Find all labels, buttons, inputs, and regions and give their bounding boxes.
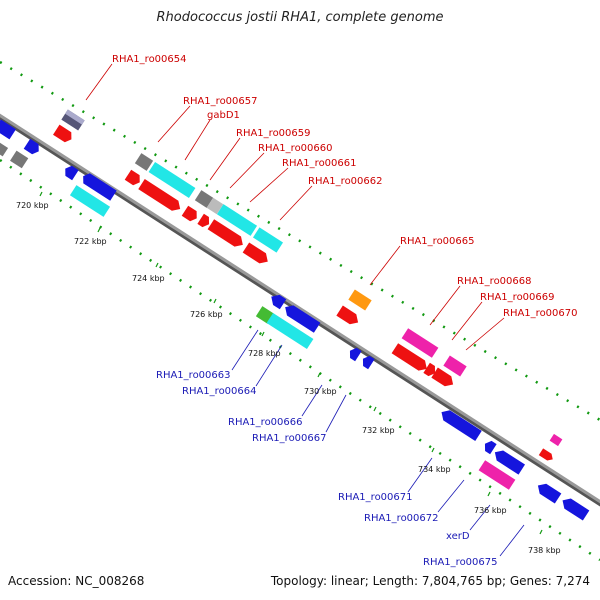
gene-ro00669[interactable]	[443, 355, 467, 377]
gene-magenta-right[interactable]	[549, 433, 563, 447]
gene-blue-mid-b[interactable]	[282, 302, 321, 333]
label-ro00670[interactable]: RHA1_ro00670	[503, 308, 578, 319]
topology-text: Topology: linear; Length: 7,804,765 bp; …	[270, 574, 590, 588]
label-ro00665[interactable]: RHA1_ro00665	[400, 236, 475, 247]
gene-blue-right-b[interactable]	[482, 439, 497, 455]
gene-left-gray-1[interactable]	[10, 150, 29, 169]
gene-ro00665[interactable]	[348, 289, 372, 311]
label-gabD1[interactable]: gabD1	[207, 110, 240, 121]
tick-736: 736 kbp	[474, 506, 507, 515]
gene-ro00659[interactable]	[194, 190, 214, 208]
tick-720: 720 kbp	[16, 201, 49, 210]
gene-ro00671[interactable]	[478, 460, 516, 490]
label-xerD[interactable]: xerD	[446, 531, 470, 542]
gene-red-small-a[interactable]	[53, 124, 75, 145]
label-ro00671[interactable]: RHA1_ro00671	[338, 492, 413, 503]
tick-722: 722 kbp	[74, 237, 107, 246]
tick-726: 726 kbp	[190, 310, 223, 319]
tick-732: 732 kbp	[362, 426, 395, 435]
gene-left-blue-1[interactable]	[0, 119, 16, 140]
gene-blue-lower-a[interactable]	[62, 164, 79, 181]
label-ro00669[interactable]: RHA1_ro00669	[480, 292, 555, 303]
label-ro00662[interactable]: RHA1_ro00662	[308, 176, 383, 187]
label-ro00667[interactable]: RHA1_ro00667	[252, 433, 327, 444]
lower-dotted-guide	[0, 158, 600, 562]
label-ro00661[interactable]: RHA1_ro00661	[282, 158, 357, 169]
label-ro00663[interactable]: RHA1_ro00663	[156, 370, 231, 381]
label-ro00660[interactable]: RHA1_ro00660	[258, 143, 333, 154]
genome-backbone	[0, 113, 600, 504]
tick-738: 738 kbp	[528, 546, 561, 555]
gene-blue-mid-a[interactable]	[268, 292, 287, 310]
gene-blue-right-c[interactable]	[492, 447, 526, 475]
label-ro00654[interactable]: RHA1_ro00654	[112, 54, 187, 65]
gene-red-c[interactable]	[181, 205, 200, 224]
gene-gabD1[interactable]	[148, 161, 196, 199]
gene-cyan-mid[interactable]	[266, 312, 314, 350]
gene-cyan-lower-a[interactable]	[69, 185, 111, 217]
tick-728: 728 kbp	[248, 349, 281, 358]
tick-734: 734 kbp	[418, 465, 451, 474]
gene-blue-right-e[interactable]	[559, 495, 590, 521]
gene-ro00668[interactable]	[401, 328, 439, 358]
label-ro00657[interactable]: RHA1_ro00657	[183, 96, 258, 107]
gene-left-blue-2[interactable]	[23, 138, 42, 157]
gene-blue-lower-b[interactable]	[80, 171, 117, 201]
gene-red-d[interactable]	[197, 213, 212, 230]
gene-blue-mid-d[interactable]	[360, 354, 375, 370]
label-ro00666[interactable]: RHA1_ro00666	[228, 417, 303, 428]
gene-red-h[interactable]	[391, 343, 430, 374]
gene-blue-right-d[interactable]	[535, 480, 562, 504]
gene-ro00657[interactable]	[134, 153, 154, 171]
gene-red-e[interactable]	[207, 219, 246, 250]
map-title: Rhodococcus jostii RHA1, complete genome	[156, 10, 444, 25]
gene-left-small-1[interactable]	[0, 142, 9, 157]
accession-text: Accession: NC_008268	[8, 574, 145, 588]
gene-ro00654[interactable]	[61, 109, 85, 131]
label-ro00675[interactable]: RHA1_ro00675	[423, 557, 498, 568]
gene-red-f[interactable]	[242, 242, 271, 266]
gene-red-a[interactable]	[124, 169, 143, 188]
label-ro00668[interactable]: RHA1_ro00668	[457, 276, 532, 287]
gene-red-b[interactable]	[138, 179, 183, 214]
gene-ro00662[interactable]	[252, 227, 284, 253]
label-ro00664[interactable]: RHA1_ro00664	[182, 386, 257, 397]
tick-marks	[39, 191, 543, 535]
label-ro00672[interactable]: RHA1_ro00672	[364, 513, 439, 524]
gene-blue-right-a[interactable]	[438, 407, 482, 441]
tick-730: 730 kbp	[304, 387, 337, 396]
tick-724: 724 kbp	[132, 274, 165, 283]
label-ro00659[interactable]: RHA1_ro00659	[236, 128, 311, 139]
gene-ro00660[interactable]	[206, 197, 224, 215]
top-leader-lines	[85, 63, 505, 351]
gene-red-right[interactable]	[538, 448, 555, 462]
bottom-leader-lines	[231, 329, 525, 557]
gene-blue-mid-c[interactable]	[347, 346, 362, 362]
gene-red-i[interactable]	[423, 362, 438, 379]
gene-red-j[interactable]	[431, 367, 456, 390]
upper-dotted-guide	[0, 60, 600, 422]
gene-red-g[interactable]	[336, 305, 361, 328]
gene-ro00661[interactable]	[216, 204, 258, 236]
